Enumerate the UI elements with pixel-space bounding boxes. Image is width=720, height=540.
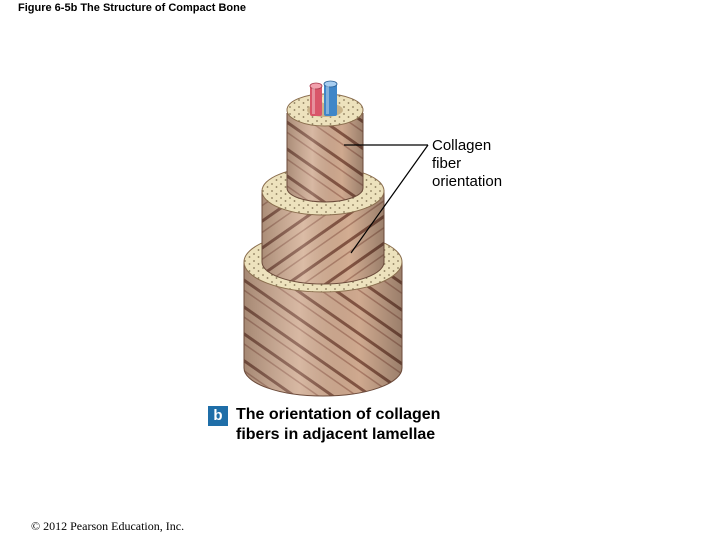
callout-line-3: orientation [432, 173, 503, 190]
caption-text: The orientation of collagen fibers in ad… [236, 405, 440, 445]
copyright-notice: © 2012 Pearson Education, Inc. [31, 519, 185, 533]
collagen-fiber-orientation-label: Collagen fiber orientation [432, 137, 552, 191]
vein [324, 84, 337, 116]
caption-badge: b [208, 406, 228, 426]
middle-lamella [261, 166, 385, 285]
caption-line-1: The orientation of collagen [236, 406, 441, 423]
figure-caption: b The orientation of collagen fibers in … [208, 405, 440, 445]
artery [310, 86, 322, 116]
central-canal-vessels [307, 80, 343, 117]
callout-line-2: fiber [432, 155, 462, 172]
callout-leader-lines [344, 144, 429, 254]
callout-line-1: Collagen [432, 137, 492, 154]
figure-title: Figure 6-5b The Structure of Compact Bon… [18, 2, 246, 14]
caption-line-2: fibers in adjacent lamellae [236, 426, 436, 443]
